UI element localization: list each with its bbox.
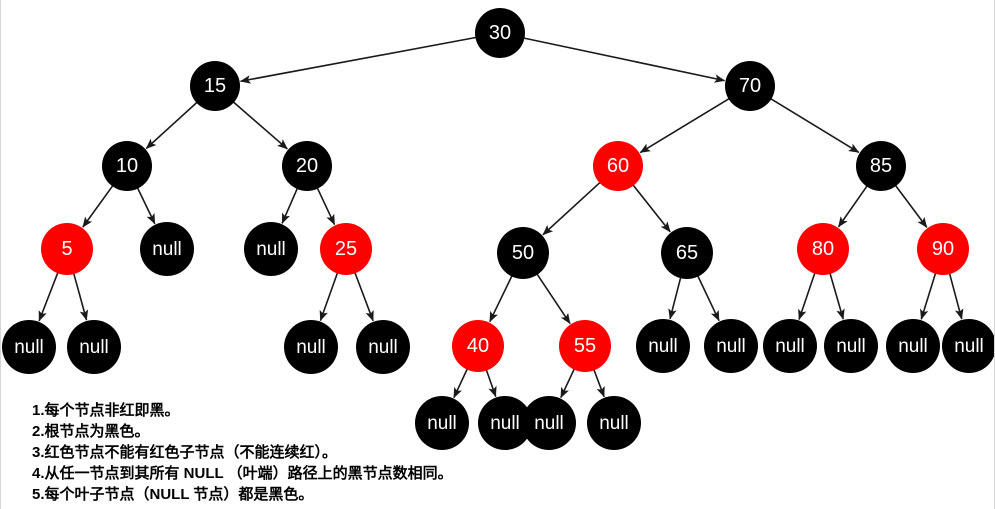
node-label: 5 xyxy=(61,238,73,260)
node-label: null xyxy=(836,335,866,357)
node-label: 70 xyxy=(738,75,762,97)
tree-null-node: null xyxy=(284,320,338,374)
tree-node-30: 30 xyxy=(475,8,525,58)
node-label: 40 xyxy=(466,335,490,357)
tree-node-15: 15 xyxy=(190,61,240,111)
node-label: 25 xyxy=(334,238,358,260)
node-label: null xyxy=(716,335,746,357)
node-label: null xyxy=(14,336,44,358)
node-label: null xyxy=(648,335,678,357)
tree-node-90: 90 xyxy=(917,223,969,275)
tree-node-10: 10 xyxy=(102,141,152,191)
tree-null-node: null xyxy=(67,320,121,374)
tree-node-25: 25 xyxy=(320,223,372,275)
tree-node-70: 70 xyxy=(725,61,775,111)
node-label: 60 xyxy=(606,155,630,177)
node-label: null xyxy=(599,412,629,434)
tree-null-node: null xyxy=(824,319,878,373)
node-label: null xyxy=(296,336,326,358)
node-label: null xyxy=(256,238,286,260)
rule-line: 4.从任一节点到其所有 NULL （叶端）路径上的黑节点数相同。 xyxy=(32,465,453,482)
tree-null-node: null xyxy=(2,320,56,374)
rule-line: 2.根节点为黑色。 xyxy=(32,423,150,440)
tree-node-85: 85 xyxy=(856,141,906,191)
rule-legend: 1.每个节点非红即黑。 2.根节点为黑色。 3.红色节点不能有红色子节点（不能连续红… xyxy=(32,400,453,505)
tree-node-65: 65 xyxy=(661,227,713,279)
tree-null-node: null xyxy=(886,319,940,373)
tree-null-node: null xyxy=(763,319,817,373)
tree-null-node: null xyxy=(522,396,576,450)
tree-null-node: null xyxy=(942,319,994,373)
node-label: 55 xyxy=(573,335,597,357)
rule-line: 1.每个节点非红即黑。 xyxy=(32,402,180,419)
node-label: null xyxy=(152,238,182,260)
node-label: 85 xyxy=(869,155,893,177)
node-label: 65 xyxy=(675,242,699,264)
tree-node-60: 60 xyxy=(593,141,643,191)
node-label: 15 xyxy=(203,75,227,97)
tree-null-node: null xyxy=(636,319,690,373)
tree-null-node: null xyxy=(140,222,194,276)
node-label: 90 xyxy=(931,238,955,260)
node-label: null xyxy=(368,336,398,358)
tree-null-node: null xyxy=(356,320,410,374)
tree-null-node: null xyxy=(244,222,298,276)
tree-node-80: 80 xyxy=(797,223,849,275)
node-label: null xyxy=(79,336,109,358)
tree-node-5: 5 xyxy=(41,223,93,275)
node-label: null xyxy=(954,335,984,357)
rule-line: 3.红色节点不能有红色子节点（不能连续红）。 xyxy=(32,444,338,461)
tree-node-55: 55 xyxy=(559,320,611,372)
rule-line: 5.每个叶子节点（NULL 节点）都是黑色。 xyxy=(32,486,314,503)
tree-node-20: 20 xyxy=(282,141,332,191)
tree-null-node: null xyxy=(415,396,469,450)
node-label: 20 xyxy=(295,155,319,177)
tree-node-40: 40 xyxy=(452,320,504,372)
node-label: 30 xyxy=(488,22,512,44)
tree-null-node: null xyxy=(704,319,758,373)
tree-null-node: null xyxy=(587,396,641,450)
node-label: null xyxy=(490,412,520,434)
node-label: null xyxy=(775,335,805,357)
node-label: 50 xyxy=(511,242,535,264)
tree-node-50: 50 xyxy=(497,227,549,279)
node-label: 10 xyxy=(115,155,139,177)
node-label: 80 xyxy=(811,238,835,260)
node-label: null xyxy=(898,335,928,357)
node-label: null xyxy=(534,412,564,434)
node-label: null xyxy=(427,412,457,434)
